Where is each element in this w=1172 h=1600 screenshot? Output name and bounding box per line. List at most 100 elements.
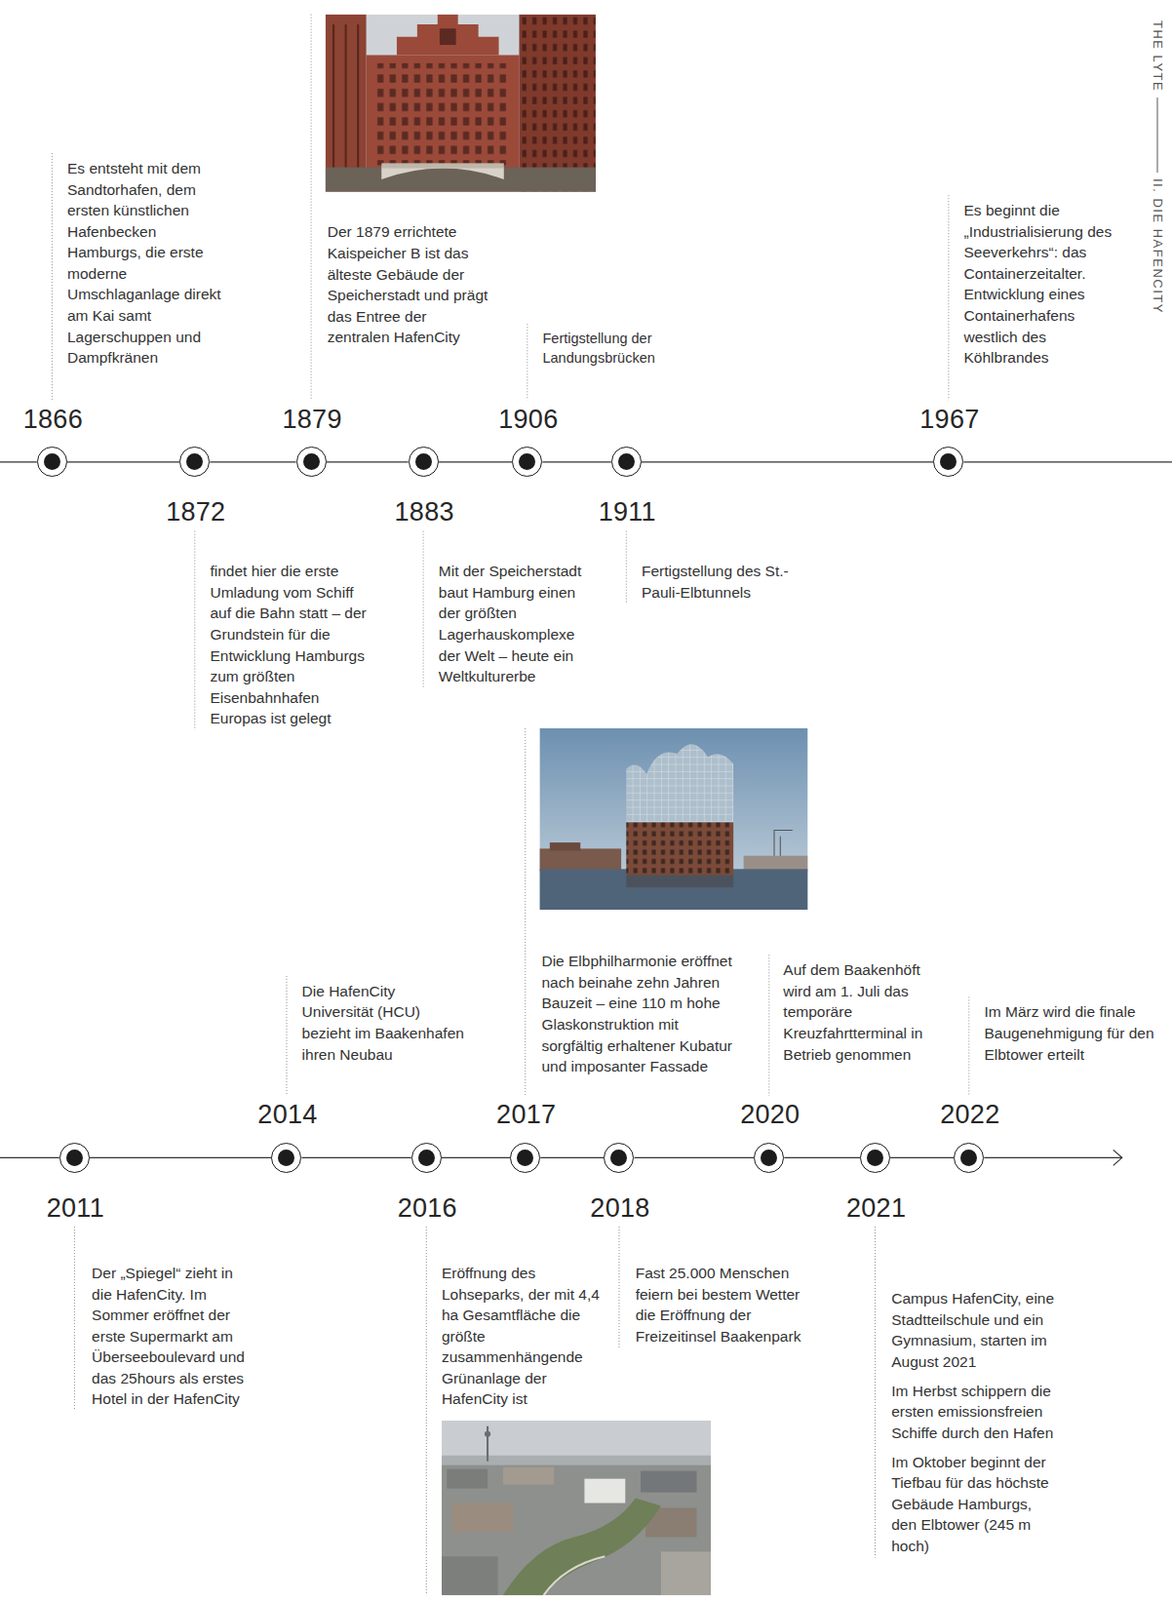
- leader-line: [423, 531, 425, 689]
- event-description: Campus HafenCity, eine Stadtteilschule u…: [891, 1288, 1060, 1372]
- year-label: 1866: [23, 405, 83, 432]
- timeline-dot: 2017Die Elbphilharmonie eröffnet nach be…: [509, 1142, 541, 1173]
- concert-hall-photo: [743, 856, 809, 872]
- leader-line: [51, 14, 969, 1596]
- event-description: Es entsteht mit dem Sandtorhafen, dem er…: [67, 157, 229, 368]
- warehouse-photo: [518, 14, 595, 193]
- dot-core: [418, 1149, 435, 1167]
- aerial-photo: [441, 1455, 711, 1466]
- event-description: Der 1879 errichtete Kaispeicher B ist da…: [327, 221, 491, 348]
- timeline-dot: 2018Fast 25.000 Menschen feiern bei best…: [603, 1142, 634, 1173]
- timeline-segment: [540, 1157, 604, 1159]
- leader-line: [526, 323, 528, 400]
- dot-core: [518, 453, 536, 470]
- timeline-segment: [441, 1157, 510, 1159]
- event-description: Es beginnt die „Industrialisierung des S…: [964, 199, 1118, 368]
- aerial-photo: [544, 1556, 606, 1596]
- timeline-dot: 1872findet hier die erste Umladung vom S…: [179, 446, 210, 477]
- leader-line: [524, 728, 526, 1096]
- aerial-photo: [503, 1498, 662, 1597]
- concert-hall-photo: [774, 830, 793, 857]
- event-description: Die HafenCity Universität (HCU) bezieht …: [302, 980, 471, 1065]
- year-label: 1906: [498, 405, 558, 432]
- warehouse-photo: [333, 24, 358, 188]
- year-label: 2020: [740, 1101, 800, 1129]
- timeline-dot: 1911Fertigstellung des St.-Pauli-Elbtunn…: [611, 446, 642, 477]
- event-description: Mit der Speicherstadt baut Hamburg einen…: [438, 560, 597, 687]
- leader-line: [426, 1226, 428, 1596]
- event-description: Auf dem Baakenhöft wird am 1. Juli das t…: [782, 959, 952, 1065]
- warehouse-photo: [439, 28, 457, 45]
- timeline-segment: [438, 461, 513, 463]
- timeline-axis: [983, 1157, 1122, 1159]
- dot-core: [939, 453, 957, 470]
- concert-hall-photo: [539, 848, 622, 871]
- dot-core: [415, 453, 432, 470]
- year-label: 2017: [496, 1101, 556, 1129]
- timeline-dot: 2016Eröffnung des Lohseparks, der mit 4,…: [411, 1142, 442, 1173]
- year-label: 1872: [165, 499, 226, 526]
- aerial-photo: [441, 1420, 711, 1596]
- event-description: Im Herbst schippern die ersten emissions…: [891, 1380, 1060, 1445]
- event-description: Der „Spiegel“ zieht in die HafenCity. Im…: [91, 1262, 255, 1410]
- year-label: 1911: [598, 499, 657, 526]
- leader-line: [285, 976, 287, 1096]
- year-label: 2018: [589, 1194, 650, 1221]
- timeline-dot: 1967Es beginnt die „Industrialisierung d…: [933, 446, 964, 477]
- timeline-dot: 1883Mit der Speicherstadt baut Hamburg e…: [408, 446, 439, 477]
- aerial-photo: [503, 1467, 554, 1485]
- dot-core: [186, 453, 203, 470]
- aerial-photo: [446, 1469, 488, 1489]
- leader-line: [618, 1226, 620, 1348]
- leader-line: [625, 531, 627, 605]
- timeline-segment: [301, 1157, 411, 1159]
- timeline-dot: 1879Der 1879 errichtete Kaispeicher B is…: [296, 446, 327, 477]
- timeline-axis: [0, 462, 1172, 1166]
- concert-hall-photo: [539, 728, 808, 910]
- timeline-segment: [89, 1157, 273, 1159]
- running-header: II. DIE HAFENCITY: [1149, 178, 1166, 314]
- year-label: 2021: [846, 1194, 906, 1221]
- warehouse-photo: [325, 14, 367, 193]
- leader-line: [968, 996, 970, 1095]
- event-description: Im März wird die finale Baugenehmigung f…: [983, 1001, 1158, 1065]
- event-description: Fertigstellung der Landungsbrücken: [542, 328, 696, 368]
- warehouse-photo: [381, 162, 505, 168]
- timeline-segment: [641, 461, 935, 463]
- concert-hall-photo: [549, 842, 581, 851]
- year-label: 2014: [257, 1101, 317, 1129]
- warehouse-photo: [381, 167, 505, 181]
- year-label: 1879: [281, 405, 342, 432]
- warehouse-photo: [396, 14, 500, 56]
- concert-hall-photo: [625, 875, 734, 889]
- dot-core: [43, 453, 61, 470]
- dot-core: [66, 1149, 83, 1167]
- leader-line: [874, 1226, 876, 1558]
- timeline-segment: [783, 1157, 860, 1159]
- dot-core: [277, 1149, 295, 1167]
- aerial-photo: [451, 1503, 513, 1533]
- timeline-segment: [326, 461, 409, 463]
- timeline-segment: [67, 461, 180, 463]
- dot-core: [516, 1149, 534, 1167]
- aerial-photo: [441, 1556, 499, 1596]
- event-description: Im Oktober beginnt der Tiefbau für das h…: [891, 1451, 1060, 1558]
- timeline-segment: [633, 1157, 754, 1159]
- timeline-dot: 2011Der „Spiegel“ zieht in die HafenCity…: [59, 1142, 90, 1173]
- warehouse-photo: [325, 14, 596, 193]
- aerial-photo: [441, 1420, 711, 1596]
- aerial-photo: [640, 1471, 698, 1493]
- event-description: findet hier die erste Umladung vom Schif…: [209, 560, 373, 729]
- dot-core: [610, 1149, 627, 1167]
- timeline-dot: 1906Fertigstellung der Landungsbrücken: [511, 446, 543, 477]
- leader-line: [768, 954, 770, 1095]
- leader-line: [947, 195, 949, 400]
- timeline-dot: 2021Campus HafenCity, eine Stadtteilschu…: [859, 1142, 891, 1173]
- aerial-photo: [441, 1420, 711, 1462]
- dot-core: [618, 453, 635, 470]
- warehouse-photo: [374, 63, 511, 166]
- timeline-segment: [209, 461, 296, 463]
- event-description: Fertigstellung des St.-Pauli-Elbtunnels: [641, 560, 816, 603]
- concert-hall-photo: [539, 728, 808, 910]
- year-label: 2016: [397, 1194, 458, 1221]
